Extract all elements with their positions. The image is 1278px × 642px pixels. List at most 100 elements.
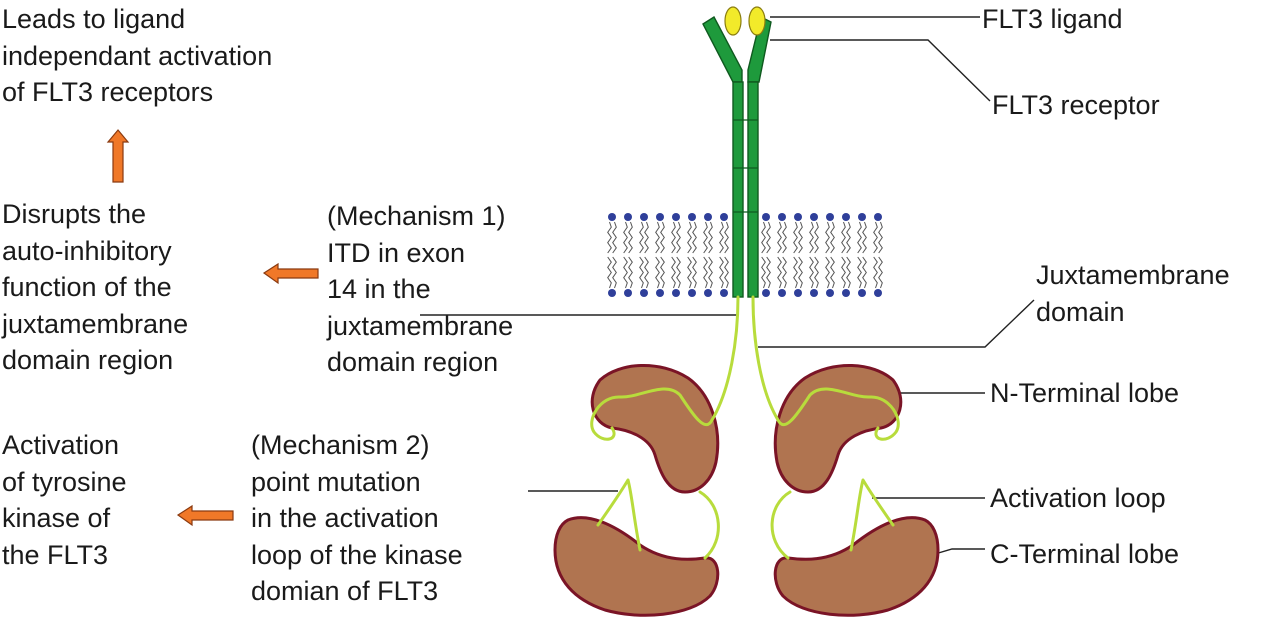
lipid-tail [671, 256, 676, 289]
lipid-tail [719, 256, 724, 289]
receptor-left-chain [732, 81, 744, 298]
leader-juxtamembrane [758, 299, 1035, 348]
ligand-right [748, 6, 766, 36]
arrow-left-mechanism2-icon [176, 504, 234, 527]
n-terminal-lobe-right [773, 363, 903, 494]
lipid-tail [873, 256, 878, 289]
mechanism2-text: (Mechanism 2) point mutation in the acti… [251, 430, 463, 606]
lipid-head [810, 213, 818, 221]
outcome-text: Leads to ligand independant activation o… [2, 4, 273, 107]
lipid-tail [687, 221, 692, 254]
lipid-tail [708, 256, 713, 289]
lipid-head [778, 213, 786, 221]
lipid-tail [841, 221, 846, 254]
n-lobe-loop-left [590, 387, 714, 441]
lipid-head [858, 289, 866, 297]
lipid-head [688, 289, 696, 297]
lipid-tail [703, 221, 708, 254]
lipid-tail [782, 221, 787, 254]
cell-membrane [607, 213, 883, 297]
lipid-tail [671, 221, 676, 254]
lipid-tail [878, 221, 883, 254]
lipid-tail [655, 256, 660, 289]
lipid-tail [857, 256, 862, 289]
leader-receptor [770, 39, 991, 102]
leader-c-terminal [934, 548, 985, 555]
kinase-lobes [553, 363, 940, 617]
lipid-tail [612, 221, 617, 254]
lipid-tail [846, 221, 851, 254]
lipid-head [624, 213, 632, 221]
receptor-left-arm [702, 16, 743, 83]
ligand-left [724, 6, 742, 36]
lipid-head [842, 289, 850, 297]
lipid-tail [655, 221, 660, 254]
lipid-tail [703, 256, 708, 289]
label-flt3-receptor: FLT3 receptor [992, 90, 1160, 120]
activation-loop-left [596, 478, 642, 552]
lipid-tail [862, 256, 867, 289]
lipid-tail [660, 256, 665, 289]
c-terminal-lobe-right [773, 516, 940, 617]
receptor-segment-lines [733, 119, 758, 213]
lipid-tail [766, 221, 771, 254]
lipid-tail [841, 256, 846, 289]
lipid-tail [793, 256, 798, 289]
lipid-tail [862, 221, 867, 254]
arrow-up-icon [106, 129, 130, 183]
lipid-head [762, 289, 770, 297]
leader-lines [420, 16, 1035, 555]
lipid-tail [676, 221, 681, 254]
lipid-tail [761, 221, 766, 254]
activation-loop-right [849, 478, 895, 552]
lipid-tail [660, 221, 665, 254]
lipid-head [842, 213, 850, 221]
label-juxtamembrane-domain: Juxtamembrane domain [1036, 260, 1230, 327]
lipid-head [640, 289, 648, 297]
flt3-receptor [702, 15, 772, 298]
lipid-tail [724, 256, 729, 289]
lipid-tail [607, 256, 612, 289]
lipid-tail [623, 256, 628, 289]
lipid-tail [761, 256, 766, 289]
lipid-tail [782, 256, 787, 289]
arrow-left-mechanism1-icon [262, 262, 319, 285]
lipid-head [778, 289, 786, 297]
kinase-chains [590, 295, 900, 560]
lipid-tail [708, 221, 713, 254]
lipid-head [794, 289, 802, 297]
lipid-tail [825, 256, 830, 289]
hinge-right [770, 490, 792, 560]
lipid-tail [857, 221, 862, 254]
lipid-tail [692, 256, 697, 289]
lipid-head [720, 213, 728, 221]
label-activation-loop: Activation loop [990, 483, 1166, 513]
lipid-head [720, 289, 728, 297]
lipid-tail [846, 256, 851, 289]
mechanism2-effect-text: Activation of tyrosine kinase of the FLT… [2, 430, 127, 570]
lipid-tail [628, 256, 633, 289]
lipid-tail [644, 221, 649, 254]
lipid-head [640, 213, 648, 221]
lipid-tail [628, 221, 633, 254]
lipid-tail [777, 256, 782, 289]
lipid-tail [607, 221, 612, 254]
lipid-tail [830, 221, 835, 254]
lipid-tail [676, 256, 681, 289]
juxtamembrane-left [710, 295, 740, 422]
lipid-head [810, 289, 818, 297]
lipid-head [624, 289, 632, 297]
receptor-right-chain [747, 81, 759, 298]
lipid-tail [777, 221, 782, 254]
lipid-head [874, 213, 882, 221]
lipid-head [826, 213, 834, 221]
lipid-tail [873, 221, 878, 254]
lipid-tail [830, 256, 835, 289]
lipid-tail [639, 256, 644, 289]
lipid-head [762, 213, 770, 221]
lipid-head [608, 213, 616, 221]
lipid-head [672, 213, 680, 221]
label-flt3-ligand: FLT3 ligand [982, 4, 1123, 34]
lipid-tail [798, 256, 803, 289]
juxtamembrane-right [751, 295, 780, 422]
